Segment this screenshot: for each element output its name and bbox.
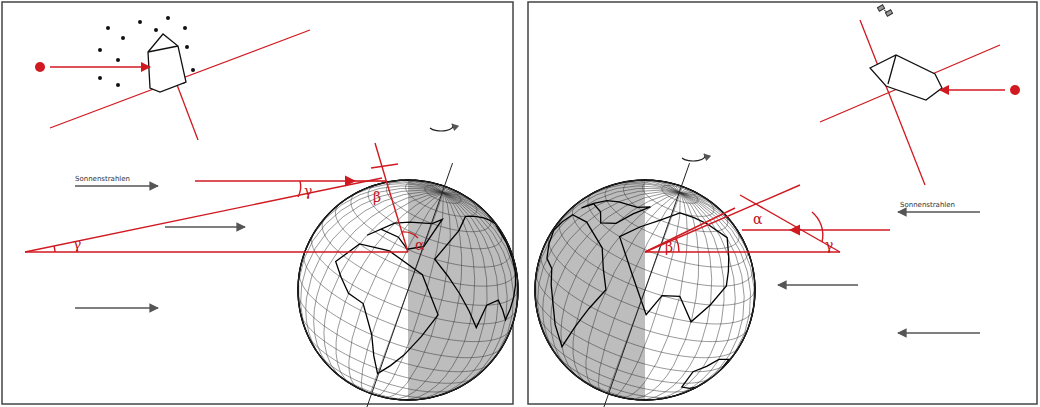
star-ray [50, 66, 150, 68]
satellite [877, 5, 892, 16]
telescope-housing [148, 34, 186, 92]
construction-lines [645, 185, 840, 252]
rotation-arrow [430, 124, 453, 131]
earth-globe [298, 163, 518, 407]
construction-lines [25, 143, 418, 252]
sun-rays [75, 186, 980, 333]
horizon-line [50, 30, 310, 128]
earth-globe [535, 163, 755, 407]
angle-label: γ [72, 237, 82, 251]
angle-label: β [372, 190, 382, 204]
star-dot [1010, 85, 1020, 95]
star-ray [195, 180, 355, 182]
angle-label: γ [303, 184, 313, 198]
star-ray [940, 89, 1005, 91]
angle-label: β [664, 240, 674, 254]
sun-rays-label: Sonnenstrahlen [900, 202, 955, 209]
star-ray [355, 180, 386, 182]
zenith-line [860, 20, 925, 185]
telescope-housing [870, 55, 942, 100]
star-ray [790, 229, 890, 231]
star-ray [742, 229, 790, 231]
angle-label: γ [824, 238, 834, 252]
angle-label: α [752, 212, 763, 226]
panel-frame [528, 2, 1037, 404]
rotation-arrow [682, 154, 705, 161]
sun-rays-label: Sonnenstrahlen [75, 176, 130, 183]
angle-label: α [414, 238, 425, 252]
star-dot [35, 62, 45, 72]
horizon-line [820, 45, 1000, 122]
